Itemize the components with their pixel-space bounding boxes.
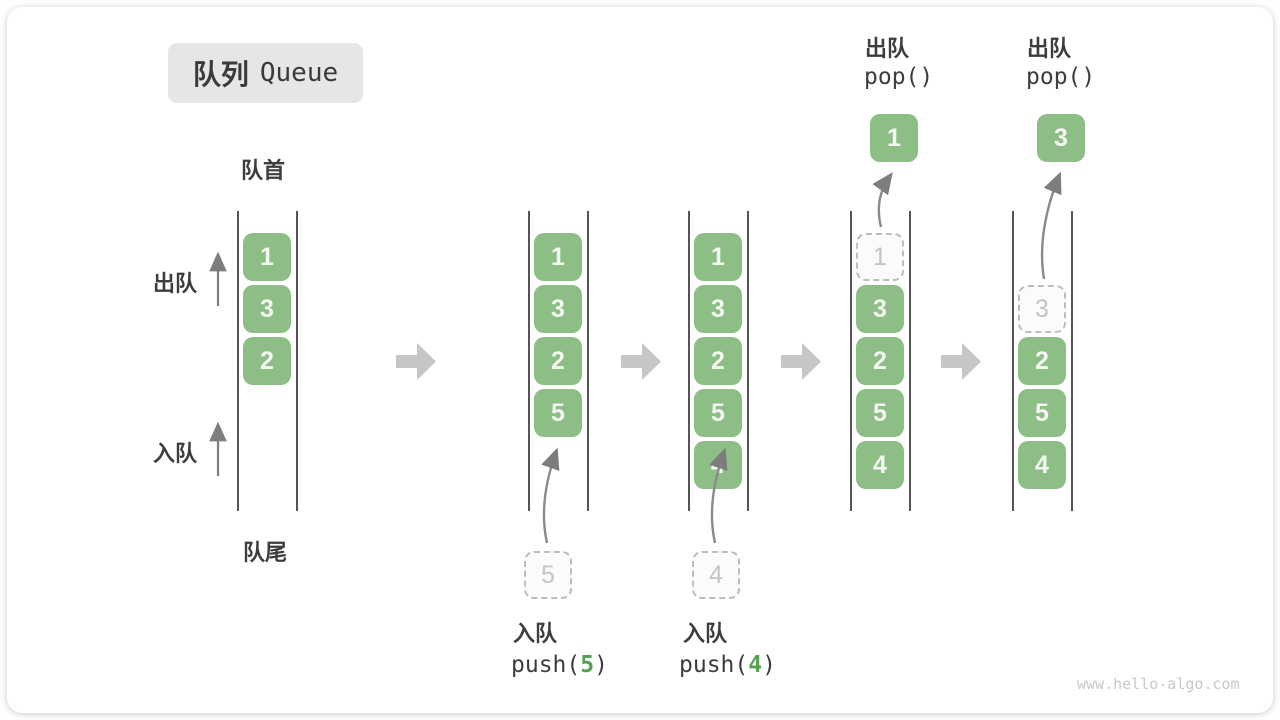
title-badge: 队列 Queue — [168, 43, 363, 103]
push1-label-code: push(5) — [511, 652, 608, 678]
watermark: www.hello-algo.com — [1077, 675, 1240, 693]
queue-wall — [1012, 211, 1014, 511]
queue-element-4: 4 — [694, 441, 742, 489]
queue-element-3: 3 — [856, 285, 904, 333]
queue-element-5: 5 — [856, 389, 904, 437]
queue-wall — [296, 211, 298, 511]
push1-label-zh: 入队 — [513, 621, 558, 646]
queue-element-3: 3 — [694, 285, 742, 333]
queue-wall — [587, 211, 589, 511]
queue-element-2: 2 — [243, 337, 291, 385]
queue-wall — [909, 211, 911, 511]
queue-element-2: 2 — [856, 337, 904, 385]
pop1-label-code: pop() — [864, 64, 934, 90]
state-transition-arrow-2 — [621, 343, 661, 380]
push2-staged-element: 4 — [692, 551, 740, 599]
pop1-label-zh: 出队 — [865, 36, 910, 61]
queue-element-2: 2 — [694, 337, 742, 385]
queue-element-4: 4 — [856, 441, 904, 489]
queue-wall — [850, 211, 852, 511]
queue-wall — [1071, 211, 1073, 511]
queue-wall — [237, 211, 239, 511]
push2-label-zh: 入队 — [683, 621, 728, 646]
queue-element-2: 2 — [1018, 337, 1066, 385]
state-transition-arrow-3 — [781, 343, 821, 380]
title-en: Queue — [259, 58, 339, 88]
push1-code-pre: push( — [511, 652, 581, 678]
queue-element-1: 1 — [694, 233, 742, 281]
push1-staged-element: 5 — [524, 551, 572, 599]
queue-element-4: 4 — [1018, 441, 1066, 489]
push2-code-arg: 4 — [748, 652, 763, 678]
label-enqueue-side: 入队 — [153, 441, 198, 466]
pop2-popped-element: 3 — [1037, 114, 1085, 162]
queue-wall — [688, 211, 690, 511]
queue-element-3: 3 — [534, 285, 582, 333]
queue-element-5: 5 — [1018, 389, 1066, 437]
queue-element-1-ghost: 1 — [856, 233, 904, 281]
queue-wall — [747, 211, 749, 511]
state-transition-arrow-4 — [941, 343, 981, 380]
pop2-label-zh: 出队 — [1027, 36, 1072, 61]
queue-element-5: 5 — [534, 389, 582, 437]
push2-code-post: ) — [762, 652, 776, 678]
push2-label-code: push(4) — [679, 652, 776, 678]
state-transition-arrow-1 — [396, 343, 436, 380]
label-queue-front: 队首 — [241, 158, 286, 183]
queue-wall — [528, 211, 530, 511]
queue-element-1: 1 — [534, 233, 582, 281]
queue-element-3: 3 — [243, 285, 291, 333]
queue-element-2: 2 — [534, 337, 582, 385]
queue-element-3-ghost: 3 — [1018, 285, 1066, 333]
pop1-popped-element: 1 — [870, 114, 918, 162]
pop2-label-code: pop() — [1026, 64, 1096, 90]
queue-element-1: 1 — [243, 233, 291, 281]
label-queue-rear: 队尾 — [243, 540, 288, 565]
queue-element-5: 5 — [694, 389, 742, 437]
push2-code-pre: push( — [679, 652, 749, 678]
push1-code-post: ) — [594, 652, 608, 678]
label-dequeue-side: 出队 — [153, 271, 198, 296]
push1-code-arg: 5 — [580, 652, 595, 678]
title-zh: 队列 — [192, 59, 249, 90]
